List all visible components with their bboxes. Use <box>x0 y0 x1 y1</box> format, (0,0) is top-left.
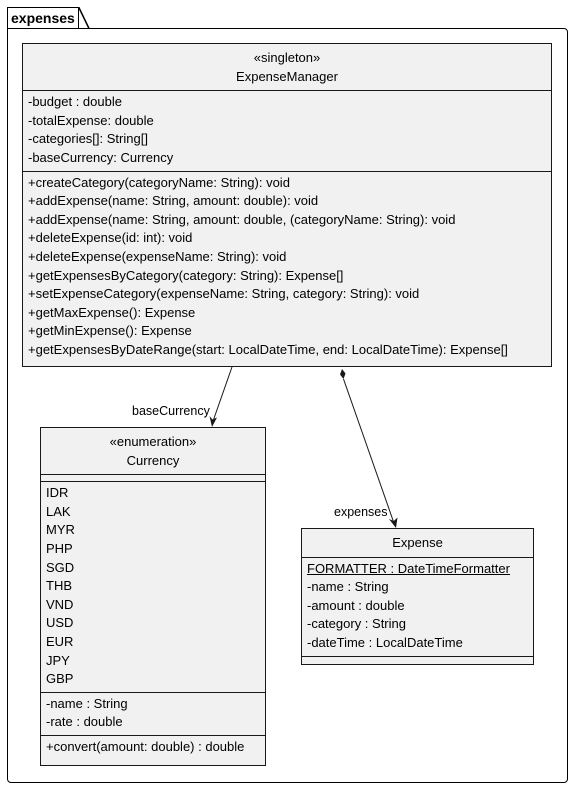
method: +createCategory(categoryName: String): v… <box>28 174 290 190</box>
package-name: expenses <box>11 10 75 26</box>
composition-diamond <box>340 369 346 379</box>
class-expense: Expense FORMATTER : DateTimeFormatter -n… <box>301 528 534 665</box>
method: +deleteExpense(id: int): void <box>28 230 193 246</box>
package-frame <box>7 28 568 783</box>
empty-section <box>41 474 265 481</box>
package-tab: expenses <box>7 7 79 29</box>
class-name: Currency <box>126 452 180 468</box>
attributes-section: -budget : double -totalExpense: double -… <box>23 90 551 170</box>
enum-literal: EUR <box>46 633 74 649</box>
methods-section: +createCategory(categoryName: String): v… <box>23 170 551 363</box>
class-header: Expense <box>302 529 533 557</box>
method: +addExpense(name: String, amount: double… <box>28 193 319 209</box>
enum-literal: GBP <box>46 671 74 687</box>
attributes-section: FORMATTER : DateTimeFormatter -name : St… <box>302 556 533 656</box>
enum-literals-section: IDR LAK MYR PHP SGD THB VND USD EUR JPY … <box>41 481 265 692</box>
attribute: -budget : double <box>28 94 122 110</box>
attribute: -category : String <box>307 616 406 632</box>
method: +getExpensesByDateRange(start: LocalDate… <box>28 341 508 357</box>
attributes-section: -name : String -rate : double <box>41 691 265 735</box>
method: +deleteExpense(expenseName: String): voi… <box>28 248 287 264</box>
enum-literal: PHP <box>46 540 73 556</box>
class-header: «singleton» ExpenseManager <box>23 44 551 90</box>
class-expense-manager: «singleton» ExpenseManager -budget : dou… <box>22 43 552 367</box>
method: +getExpensesByCategory(category: String)… <box>28 267 344 283</box>
methods-section <box>302 655 533 663</box>
static-attribute: FORMATTER : DateTimeFormatter <box>307 560 510 576</box>
composition-label-expenses: expenses <box>334 505 388 519</box>
class-header: «enumeration» Currency <box>41 428 265 474</box>
enum-literal: IDR <box>46 485 69 501</box>
method: +convert(amount: double) : double <box>46 738 245 754</box>
attribute: -totalExpense: double <box>28 112 154 128</box>
class-name: ExpenseManager <box>236 68 338 84</box>
method: +getMinExpense(): Expense <box>28 323 192 339</box>
methods-section: +convert(amount: double) : double <box>41 734 265 760</box>
method: +setExpenseCategory(expenseName: String,… <box>28 286 420 302</box>
method: +addExpense(name: String, amount: double… <box>28 211 456 227</box>
class-stereotype: «singleton» <box>253 50 321 65</box>
attribute: -rate : double <box>46 714 123 730</box>
package-tab-corner <box>78 7 90 29</box>
association-arrowhead-currency <box>209 416 217 427</box>
enum-literal: THB <box>46 578 72 594</box>
composition-arrowhead-expense <box>389 517 398 528</box>
attribute: -categories[]: String[] <box>28 131 148 147</box>
attribute: -name : String <box>46 695 128 711</box>
enum-literal: USD <box>46 615 74 631</box>
enum-literal: LAK <box>46 503 71 519</box>
class-currency: «enumeration» Currency IDR LAK MYR PHP S… <box>40 427 266 766</box>
enum-literal: JPY <box>46 652 70 668</box>
class-stereotype: «enumeration» <box>109 434 197 449</box>
class-name: Expense <box>392 535 443 550</box>
attribute: -baseCurrency: Currency <box>28 149 174 165</box>
association-label-base-currency: baseCurrency <box>132 404 210 418</box>
association-line-currency <box>211 366 233 425</box>
enum-literal: MYR <box>46 522 75 538</box>
attribute: -name : String <box>307 579 389 595</box>
attribute: -dateTime : LocalDateTime <box>307 634 463 650</box>
composition-line-expense <box>343 378 396 527</box>
attribute: -amount : double <box>307 597 405 613</box>
enum-literal: SGD <box>46 559 75 575</box>
enum-literal: VND <box>46 596 74 612</box>
method: +getMaxExpense(): Expense <box>28 304 196 320</box>
